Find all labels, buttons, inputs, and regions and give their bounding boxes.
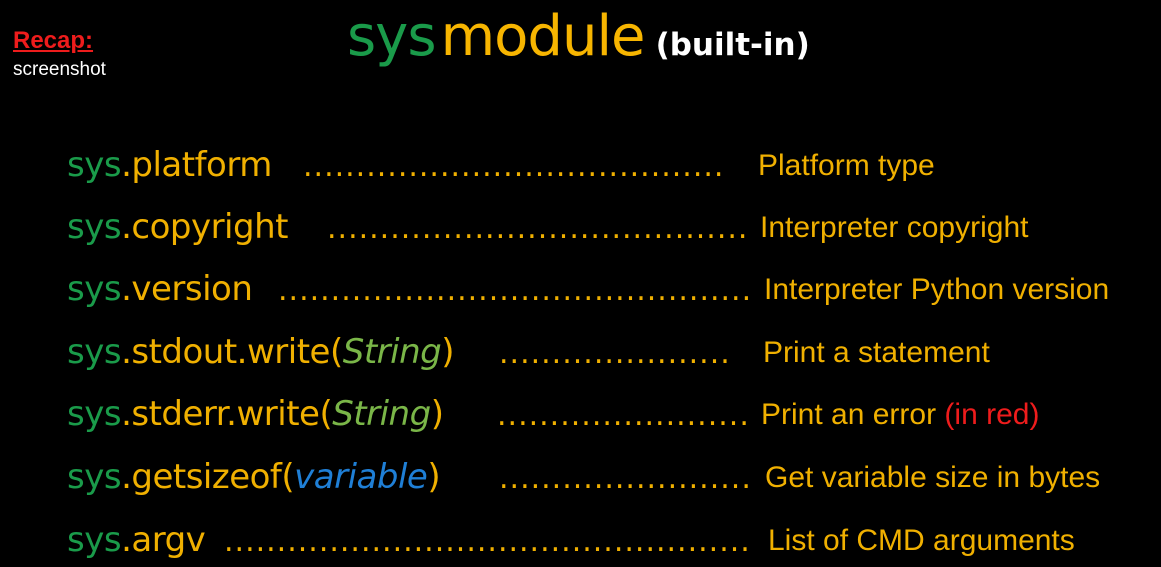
- code-close: ): [430, 394, 444, 434]
- leader-dots: ......................: [499, 336, 731, 371]
- recap-label: Recap:: [13, 27, 94, 54]
- code-name: .argv: [121, 520, 206, 560]
- code-copyright: sys.copyright: [67, 207, 288, 247]
- list-item-argv: sys.argv ...............................…: [67, 520, 1075, 566]
- leader-dots: .........................: [499, 461, 753, 496]
- list-item-stderr-write: sys.stderr.write(String) ...............…: [67, 394, 1039, 440]
- description: Platform type: [758, 149, 935, 182]
- leader-dots: ........................................…: [278, 273, 753, 308]
- title-module: module: [440, 4, 646, 69]
- code-stdout-write: sys.stdout.write(String): [67, 332, 454, 372]
- list-item-version: sys.version ............................…: [67, 269, 1109, 315]
- title-sys: sys: [347, 4, 436, 69]
- recap-block: Recap: screenshot: [13, 28, 106, 82]
- description-main: Print an error: [761, 398, 937, 431]
- description: Print an error (in red): [761, 398, 1039, 432]
- list-item-stdout-write: sys.stdout.write(String) ...............…: [67, 332, 990, 378]
- recap-subtitle: screenshot: [13, 59, 106, 80]
- leader-dots: .........................: [497, 398, 749, 433]
- leader-dots: ........................................: [303, 149, 725, 184]
- description: Interpreter copyright: [760, 211, 1029, 244]
- code-arg: String: [342, 332, 442, 372]
- leader-dots: ........................................: [327, 211, 749, 246]
- list-item-platform: sys.platform ...........................…: [67, 145, 935, 191]
- code-arg: variable: [294, 457, 428, 497]
- leader-dots: ........................................…: [224, 524, 751, 559]
- code-prefix: sys: [67, 145, 122, 185]
- description-red-note: (in red): [944, 398, 1040, 431]
- description: Get variable size in bytes: [765, 461, 1101, 494]
- description: Print a statement: [763, 336, 990, 369]
- code-prefix: sys: [67, 269, 122, 309]
- code-name: .stdout.write(: [121, 332, 343, 372]
- code-getsizeof: sys.getsizeof(variable): [67, 457, 441, 497]
- code-name: .stderr.write(: [121, 394, 333, 434]
- list-item-copyright: sys.copyright ..........................…: [67, 207, 1028, 253]
- code-name: .copyright: [121, 207, 288, 247]
- code-prefix: sys: [67, 394, 122, 434]
- code-close: ): [427, 457, 441, 497]
- code-argv: sys.argv: [67, 520, 206, 560]
- description: List of CMD arguments: [768, 524, 1075, 557]
- code-prefix: sys: [67, 457, 122, 497]
- code-prefix: sys: [67, 520, 122, 560]
- code-arg: String: [332, 394, 431, 434]
- code-name: .platform: [121, 145, 272, 185]
- list-item-getsizeof: sys.getsizeof(variable) ................…: [67, 457, 1100, 503]
- code-version: sys.version: [67, 269, 253, 309]
- page-title: sys module (built-in): [347, 4, 810, 69]
- code-close: ): [441, 332, 454, 372]
- code-platform: sys.platform: [67, 145, 272, 185]
- code-name: .version: [121, 269, 253, 309]
- description: Interpreter Python version: [764, 273, 1110, 306]
- code-name: .getsizeof(: [121, 457, 295, 497]
- code-prefix: sys: [67, 332, 122, 372]
- code-stderr-write: sys.stderr.write(String): [67, 394, 444, 434]
- code-prefix: sys: [67, 207, 122, 247]
- title-note: (built-in): [655, 27, 810, 63]
